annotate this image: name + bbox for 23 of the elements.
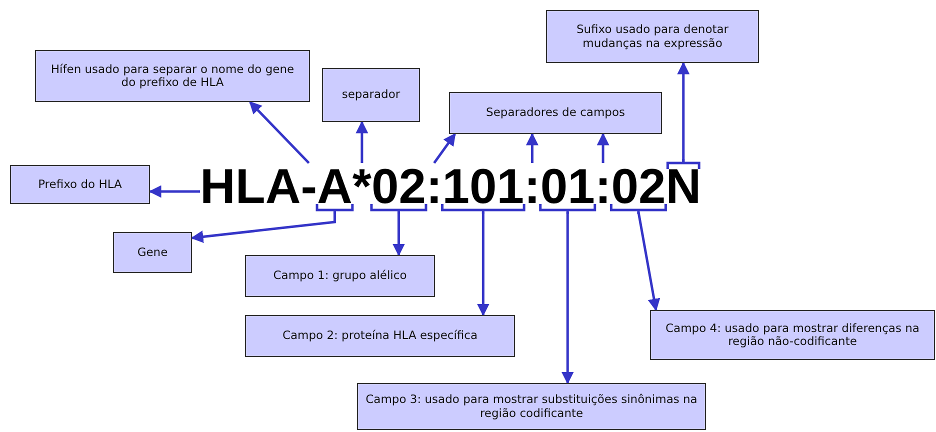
arrow xyxy=(637,212,660,312)
annotation-box: Separadores de campos xyxy=(449,92,662,134)
arrow xyxy=(526,132,538,163)
allele-name-text: HLA-A*02:101:01:02N xyxy=(200,163,702,212)
annotation-box: Campo 2: proteína HLA específica xyxy=(245,315,515,357)
arrow xyxy=(148,185,200,198)
arrow xyxy=(677,62,690,163)
arrow xyxy=(476,212,490,316)
annotation-box: Campo 4: usado para mostrar diferenças na região não-codificante xyxy=(650,310,935,360)
arrow xyxy=(433,132,456,164)
annotation-box: separador xyxy=(322,68,420,122)
arrow xyxy=(356,120,368,163)
arrow xyxy=(561,212,574,384)
annotation-box: Sufixo usado para denotar mudanças na expressão xyxy=(546,10,759,63)
annotation-box: Hífen usado para separar o nome do gene do prefixo de HLA xyxy=(35,50,310,102)
annotation-box: Campo 1: grupo alélico xyxy=(245,255,435,297)
arrow xyxy=(596,132,610,163)
arrow xyxy=(249,101,310,164)
arrow xyxy=(392,212,405,256)
arrow xyxy=(190,212,336,243)
annotation-box: Gene xyxy=(113,232,192,273)
annotation-box: Prefixo do HLA xyxy=(10,165,150,204)
annotation-box: Campo 3: usado para mostrar substituições sinônimas na região codificante xyxy=(357,383,706,430)
